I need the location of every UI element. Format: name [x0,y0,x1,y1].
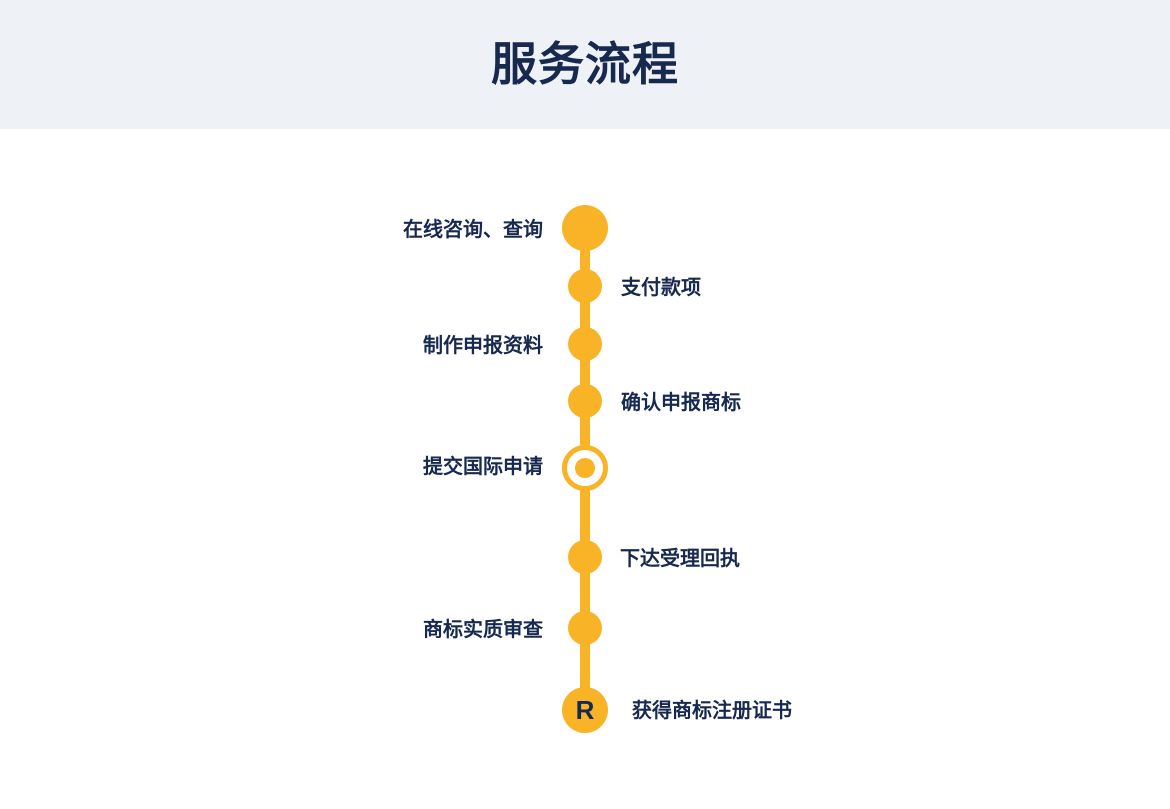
page-title: 服务流程 [491,37,679,91]
step-6-label: 下达受理回执 [620,546,740,570]
step-7-marker [568,611,602,645]
step-2-marker [568,269,602,303]
step-1-label: 在线咨询、查询 [403,217,543,241]
step-8-label: 获得商标注册证书 [632,698,792,722]
step-4-marker [568,384,602,418]
step-4-label: 确认申报商标 [621,390,741,414]
step-7-label: 商标实质审查 [423,617,543,641]
step-2-label: 支付款项 [621,275,701,299]
step-3-marker [568,327,602,361]
step-3-label: 制作申报资料 [423,333,543,357]
step-5-label: 提交国际申请 [423,454,543,478]
registered-mark-icon: R [562,687,608,733]
header-banner: 服务流程 [0,0,1170,129]
step-6-marker [568,540,602,574]
step-5-marker-core [575,458,595,478]
step-5-marker [562,445,608,491]
step-1-marker [562,205,608,251]
